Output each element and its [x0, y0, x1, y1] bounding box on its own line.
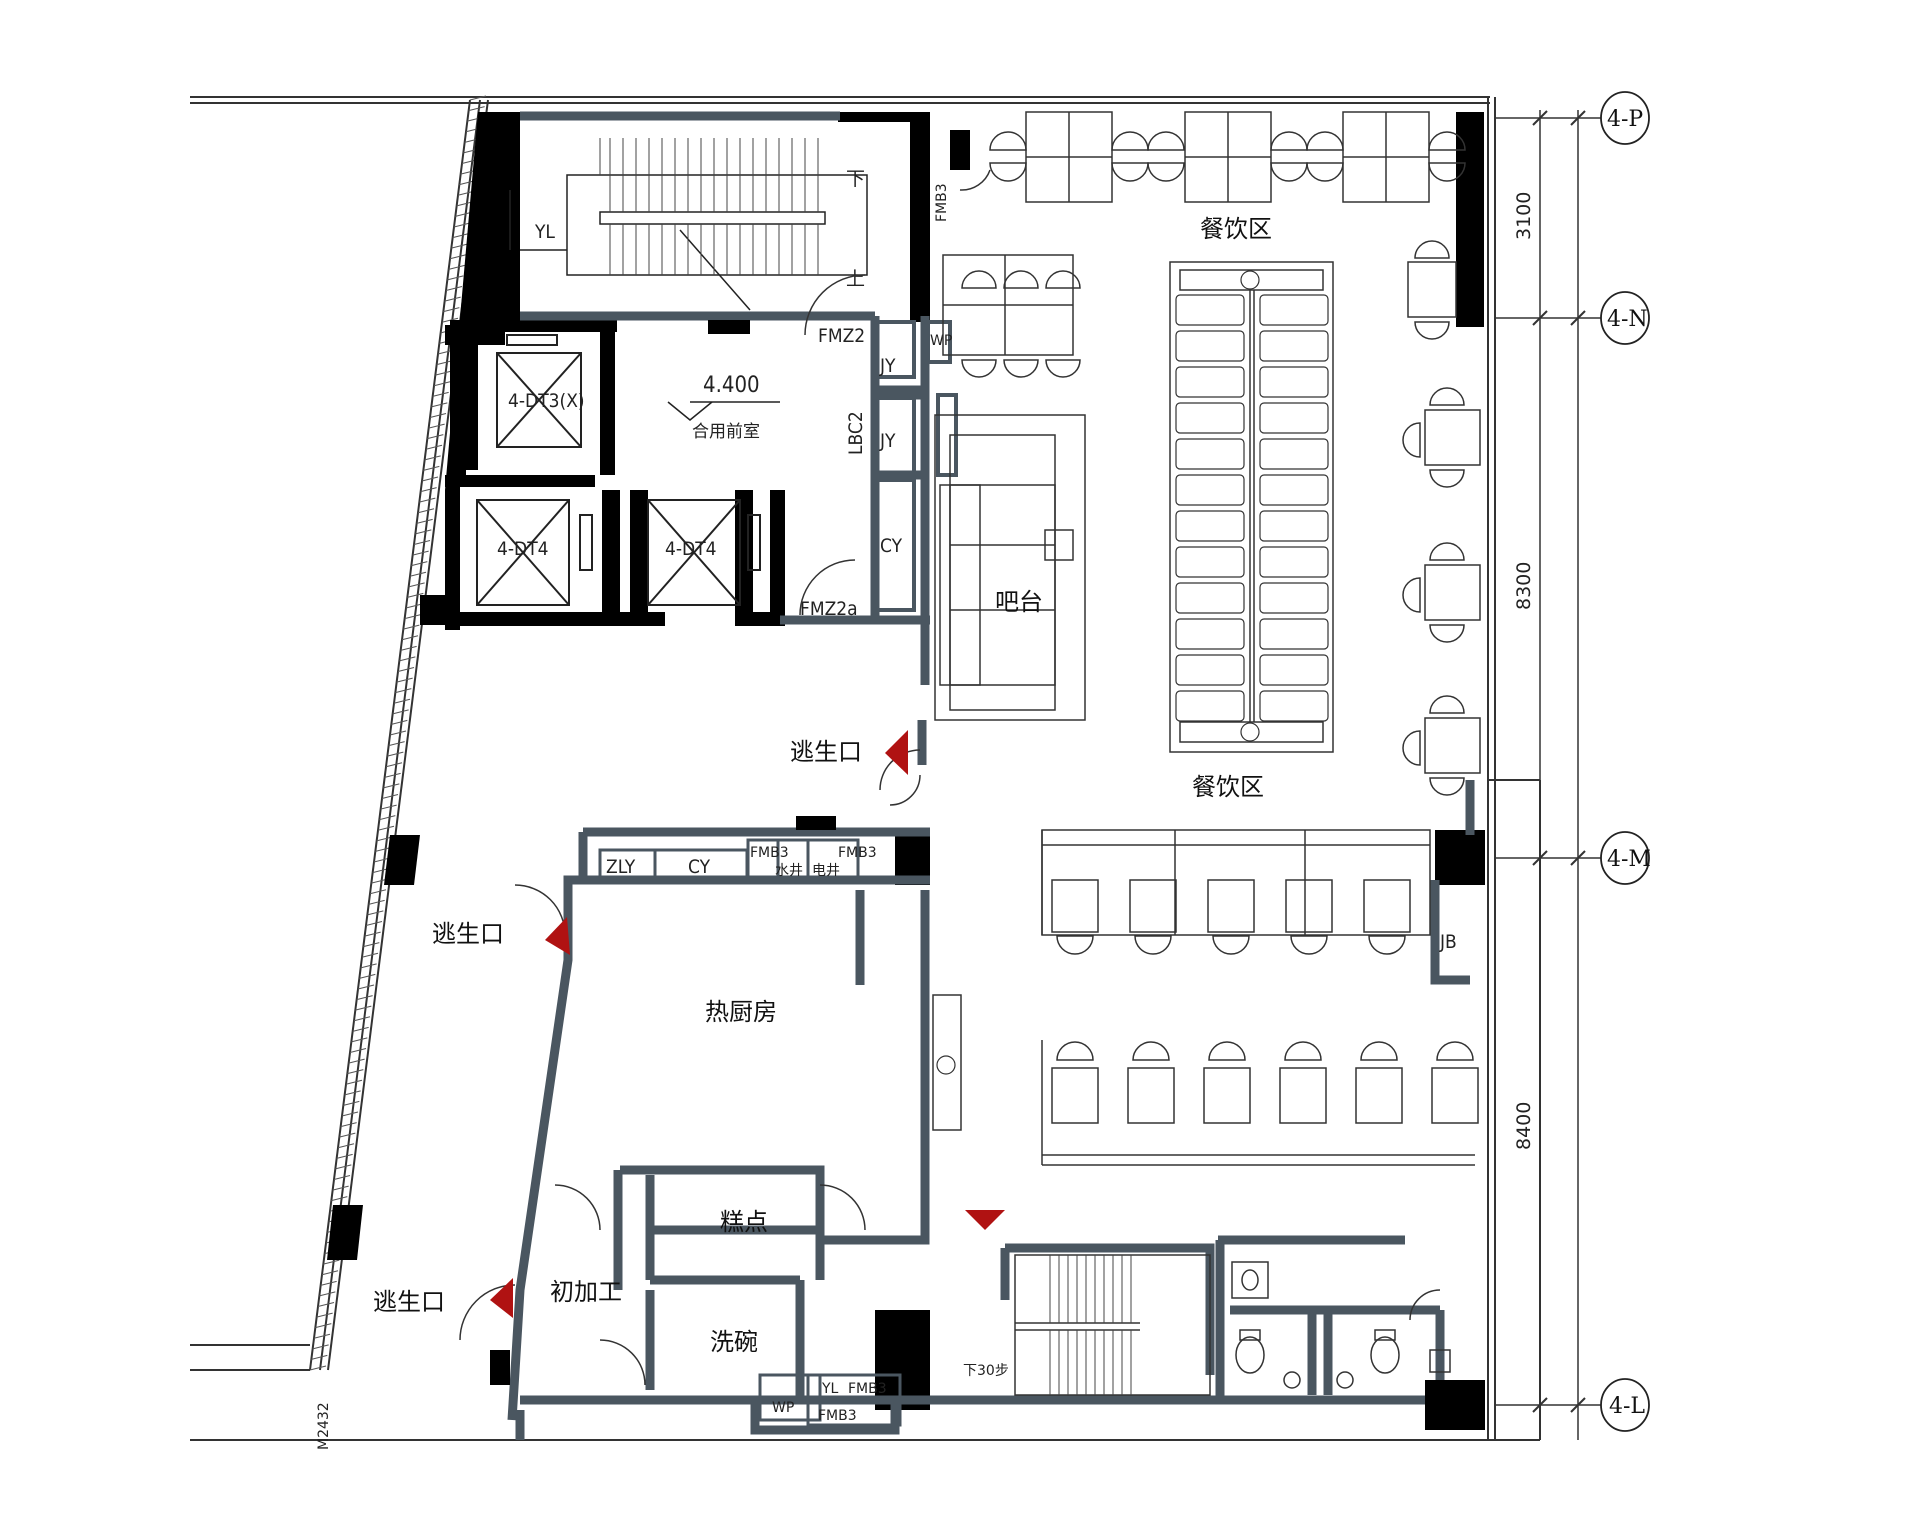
exit-label-1: 逃生口	[790, 738, 862, 766]
pastry-label: 糕点	[720, 1208, 768, 1236]
fmb3-label-b: FMB3	[838, 845, 877, 861]
dimension-3100: 3100	[1513, 192, 1535, 240]
stair-up-label: 上	[846, 268, 865, 290]
bar-label: 吧台	[995, 588, 1043, 616]
dining-chairs-top	[961, 131, 1466, 796]
wp-label-top: WP	[930, 333, 952, 349]
kitchen-shafts	[598, 838, 860, 882]
stair-treads-top	[599, 138, 819, 275]
prep-label: 初加工	[550, 1278, 622, 1306]
stair-top	[509, 174, 868, 311]
fire-door-markers	[490, 130, 970, 1385]
yl-label-bottom: YL	[821, 1381, 839, 1397]
cy-label-top: CY	[880, 535, 903, 557]
dimension-8400: 8400	[1513, 1102, 1535, 1150]
fmb3-label-d: FMB3	[818, 1408, 857, 1424]
curtain-wall	[309, 99, 489, 1371]
exit-marker-2	[545, 917, 570, 955]
axis-label-4n: 4-N	[1607, 307, 1648, 332]
cy-label-mid: CY	[688, 856, 711, 878]
jy-label-2: JY	[879, 430, 896, 452]
exit-markers	[490, 730, 1005, 1318]
zly-label: ZLY	[606, 856, 636, 878]
hood-fan-icon	[936, 1055, 956, 1075]
exit-label-3: 逃生口	[373, 1288, 445, 1316]
stair-down-label: 下	[846, 168, 865, 190]
fmz2a-label: FMZ2a	[800, 598, 858, 620]
lbc2-label: LBC2	[845, 411, 867, 455]
lower-booths	[1041, 829, 1475, 1166]
dimension-8300: 8300	[1513, 562, 1535, 610]
axis-label-4p: 4-P	[1607, 107, 1643, 132]
dining-label-mid: 餐饮区	[1192, 773, 1264, 801]
core-concrete-walls	[420, 112, 1485, 1430]
axis-label-4m: 4-M	[1607, 847, 1651, 872]
elevator-1	[496, 334, 582, 448]
lower-tables	[1051, 879, 1479, 1124]
fmb3-label-top: FMB3	[934, 183, 950, 222]
fmb3-label-a: FMB3	[750, 845, 789, 861]
booth-block	[1169, 261, 1334, 753]
stair-treads-bottom	[1049, 1255, 1132, 1395]
elevation-marker	[667, 401, 780, 421]
booth-seats	[1175, 294, 1329, 722]
axis-bubbles	[1600, 91, 1650, 1432]
water-shaft-label: 水井	[775, 863, 803, 879]
exit-label-2: 逃生口	[432, 920, 504, 948]
interior-walls	[507, 111, 1475, 1440]
front-room-label: 合用前室	[692, 422, 760, 442]
hood	[932, 994, 962, 1131]
elevator-label-2: 4-DT4	[497, 538, 549, 560]
exit-marker-3	[965, 1210, 1005, 1230]
m2432-label: M2432	[316, 1402, 332, 1450]
elevator-label-3: 4-DT4	[665, 538, 717, 560]
elevator-label-1: 4-DT3(X)	[508, 390, 585, 412]
jb-label: JB	[1439, 931, 1457, 953]
elec-shaft-label: 电井	[812, 863, 840, 879]
elevation-label: 4.400	[703, 373, 760, 398]
toilet-fixtures	[1231, 1261, 1451, 1389]
bar-counter	[934, 254, 1086, 721]
elevator-3	[647, 499, 761, 606]
elevator-2	[476, 499, 593, 606]
curtain-wall-hatch	[309, 95, 487, 1371]
facade-piers	[327, 835, 420, 1260]
jy-label-1: JY	[879, 355, 896, 377]
exit-marker-1	[885, 730, 908, 775]
dishwash-label: 洗碗	[710, 1328, 758, 1356]
fmb3-label-c: FMB3	[848, 1381, 887, 1397]
axis-label-4l: 4-L	[1609, 1394, 1645, 1419]
dimension-ticks	[1532, 110, 1586, 1413]
dining-label-top: 餐饮区	[1200, 215, 1272, 243]
hot-kitchen-label: 热厨房	[705, 998, 777, 1026]
bottom-shafts	[758, 1373, 902, 1427]
exit-marker-4	[490, 1278, 513, 1318]
wp-label-bottom: WP	[772, 1400, 794, 1416]
fmz2-label: FMZ2	[818, 325, 865, 347]
down30-label: 下30步	[963, 1363, 1009, 1379]
bottom-left-wall	[190, 1344, 310, 1371]
dining-tables-top	[1025, 111, 1481, 774]
fans	[1240, 270, 1260, 742]
yl-label-top: YL	[534, 221, 555, 243]
